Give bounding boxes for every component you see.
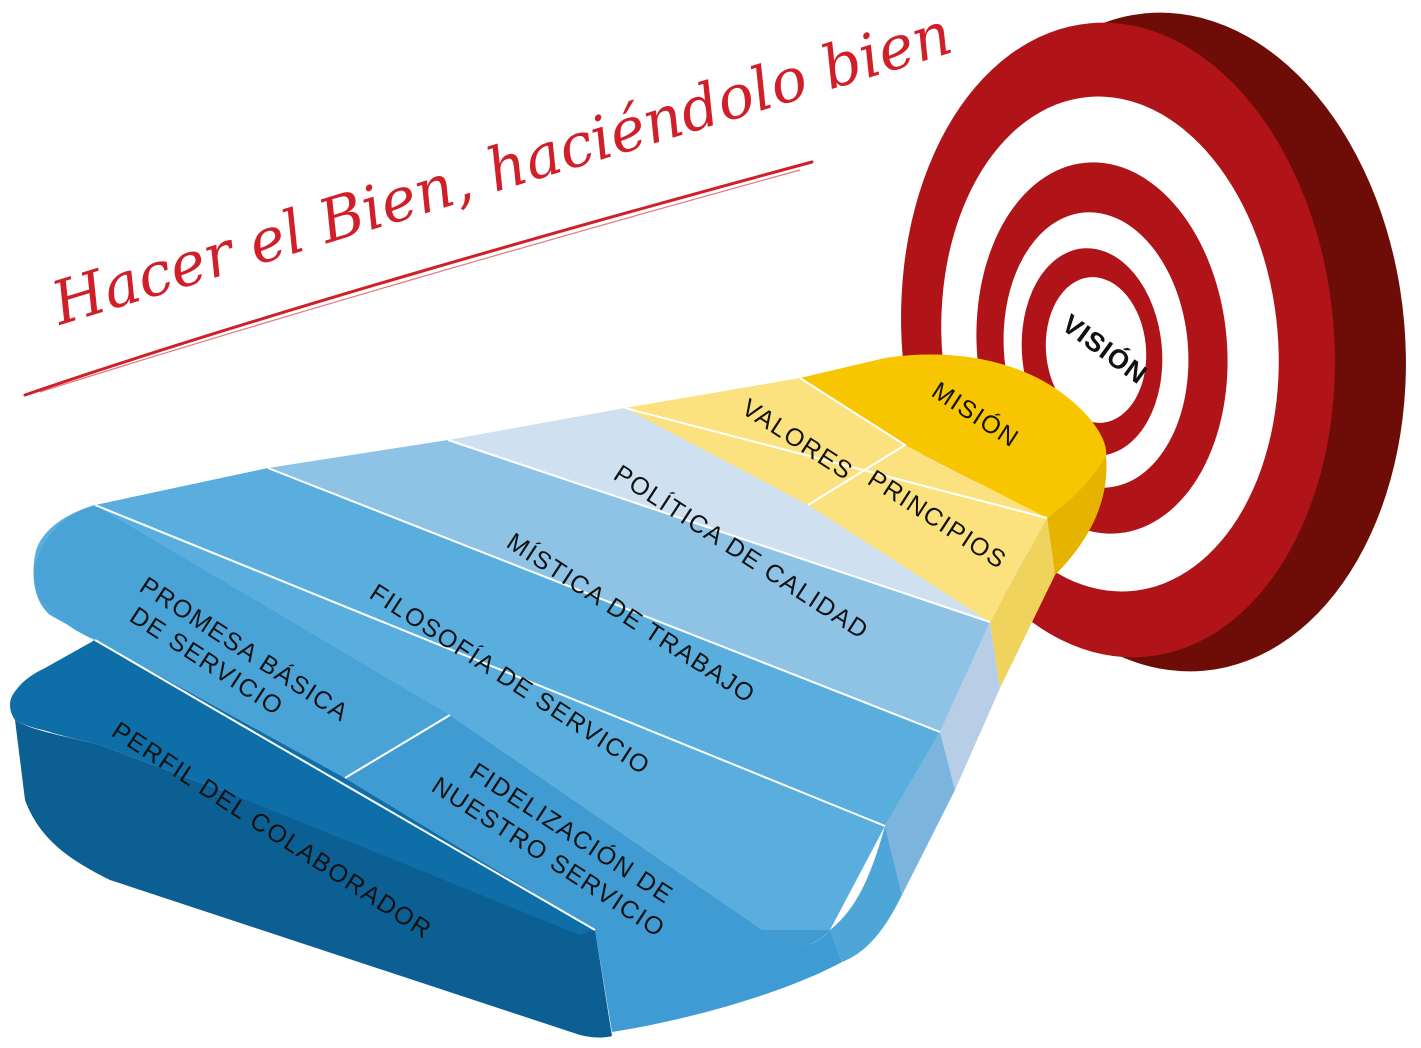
band-dividers xyxy=(94,377,1048,931)
side-mistica xyxy=(885,732,955,895)
band-filosofia xyxy=(95,468,940,946)
tagline-underline xyxy=(23,160,814,397)
band-mision xyxy=(800,354,1107,518)
pyramid-top xyxy=(10,354,1107,947)
band-valores xyxy=(625,378,905,505)
band-promesa xyxy=(35,505,450,778)
tagline-underline-shadow xyxy=(39,169,801,393)
tagline-group: Hacer el Bien, haciéndolo bien xyxy=(23,0,960,397)
side-principios xyxy=(990,518,1055,688)
side-mision xyxy=(1047,455,1107,575)
band-fidelizacion xyxy=(345,715,830,947)
tagline: Hacer el Bien, haciéndolo bien xyxy=(43,0,960,340)
band-politica xyxy=(448,408,1047,622)
side-filosofia xyxy=(830,826,902,962)
side-perfil xyxy=(15,720,612,1038)
side-fidelizacion xyxy=(595,930,842,1032)
target-bullseye xyxy=(1045,277,1147,423)
pyramid-sides xyxy=(15,455,1107,1038)
band-principios xyxy=(808,445,1047,622)
side-politica xyxy=(940,622,1000,790)
band-mistica xyxy=(268,440,990,732)
band-perfil-top xyxy=(11,640,596,930)
